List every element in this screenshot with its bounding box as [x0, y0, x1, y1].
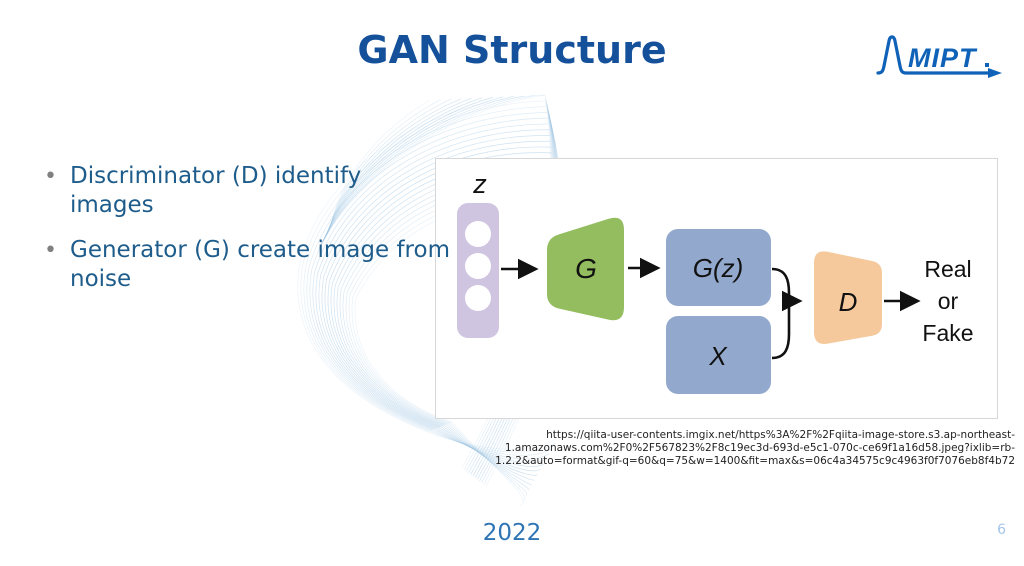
noise-node-icon	[465, 285, 491, 311]
page-number: 6	[997, 522, 1006, 538]
mipt-logo-text: MIPT	[908, 43, 978, 73]
output-line-or: or	[938, 288, 959, 314]
bullet-item-generator: • Generator (G) create image from noise	[40, 236, 450, 294]
noise-node-icon	[465, 253, 491, 279]
discriminator-label: D	[839, 287, 858, 317]
noise-node-icon	[465, 221, 491, 247]
merge-line-top	[771, 267, 791, 301]
generated-sample-label: G(z)	[693, 253, 744, 283]
logo-arrowhead	[988, 68, 1002, 78]
bullet-list: • Discriminator (D) identify images • Ge…	[40, 162, 450, 310]
source-citation-line: https://qiita-user-contents.imgix.net/ht…	[546, 429, 1015, 441]
generated-sample-box	[666, 229, 771, 306]
bullet-marker-icon: •	[44, 164, 57, 189]
noise-label: z	[472, 169, 487, 199]
generator-label: G	[575, 253, 597, 284]
output-line-real: Real	[924, 256, 971, 282]
real-data-label: X	[708, 341, 728, 371]
output-line-fake: Fake	[922, 320, 973, 346]
logo-dot	[985, 63, 989, 67]
bullet-marker-icon: •	[44, 238, 57, 263]
gan-diagram: z G G(z) X D	[457, 169, 974, 394]
generator-shape	[547, 217, 624, 321]
bullet-text-generator: Generator (G) create image from noise	[70, 237, 450, 292]
merge-line-bottom	[771, 301, 791, 360]
footer-year: 2022	[482, 520, 542, 546]
real-data-box	[666, 316, 771, 394]
mipt-pulse-icon	[876, 35, 1002, 78]
page-title: GAN Structure	[357, 28, 667, 72]
source-citation-line: 1.2.2&auto=format&gif-q=60&q=75&w=1400&f…	[495, 455, 1015, 467]
bullet-item-discriminator: • Discriminator (D) identify images	[40, 162, 450, 220]
gan-diagram-card: z G G(z) X D	[435, 158, 998, 419]
source-citation-line: 1.amazonaws.com%2F0%2F567823%2F8c19ec3d-…	[504, 442, 1015, 454]
discriminator-shape	[814, 251, 882, 344]
source-citation: https://qiita-user-contents.imgix.net/ht…	[495, 429, 1015, 468]
mipt-logo: MIPT	[872, 28, 1014, 82]
bullet-text-discriminator: Discriminator (D) identify images	[70, 163, 362, 218]
